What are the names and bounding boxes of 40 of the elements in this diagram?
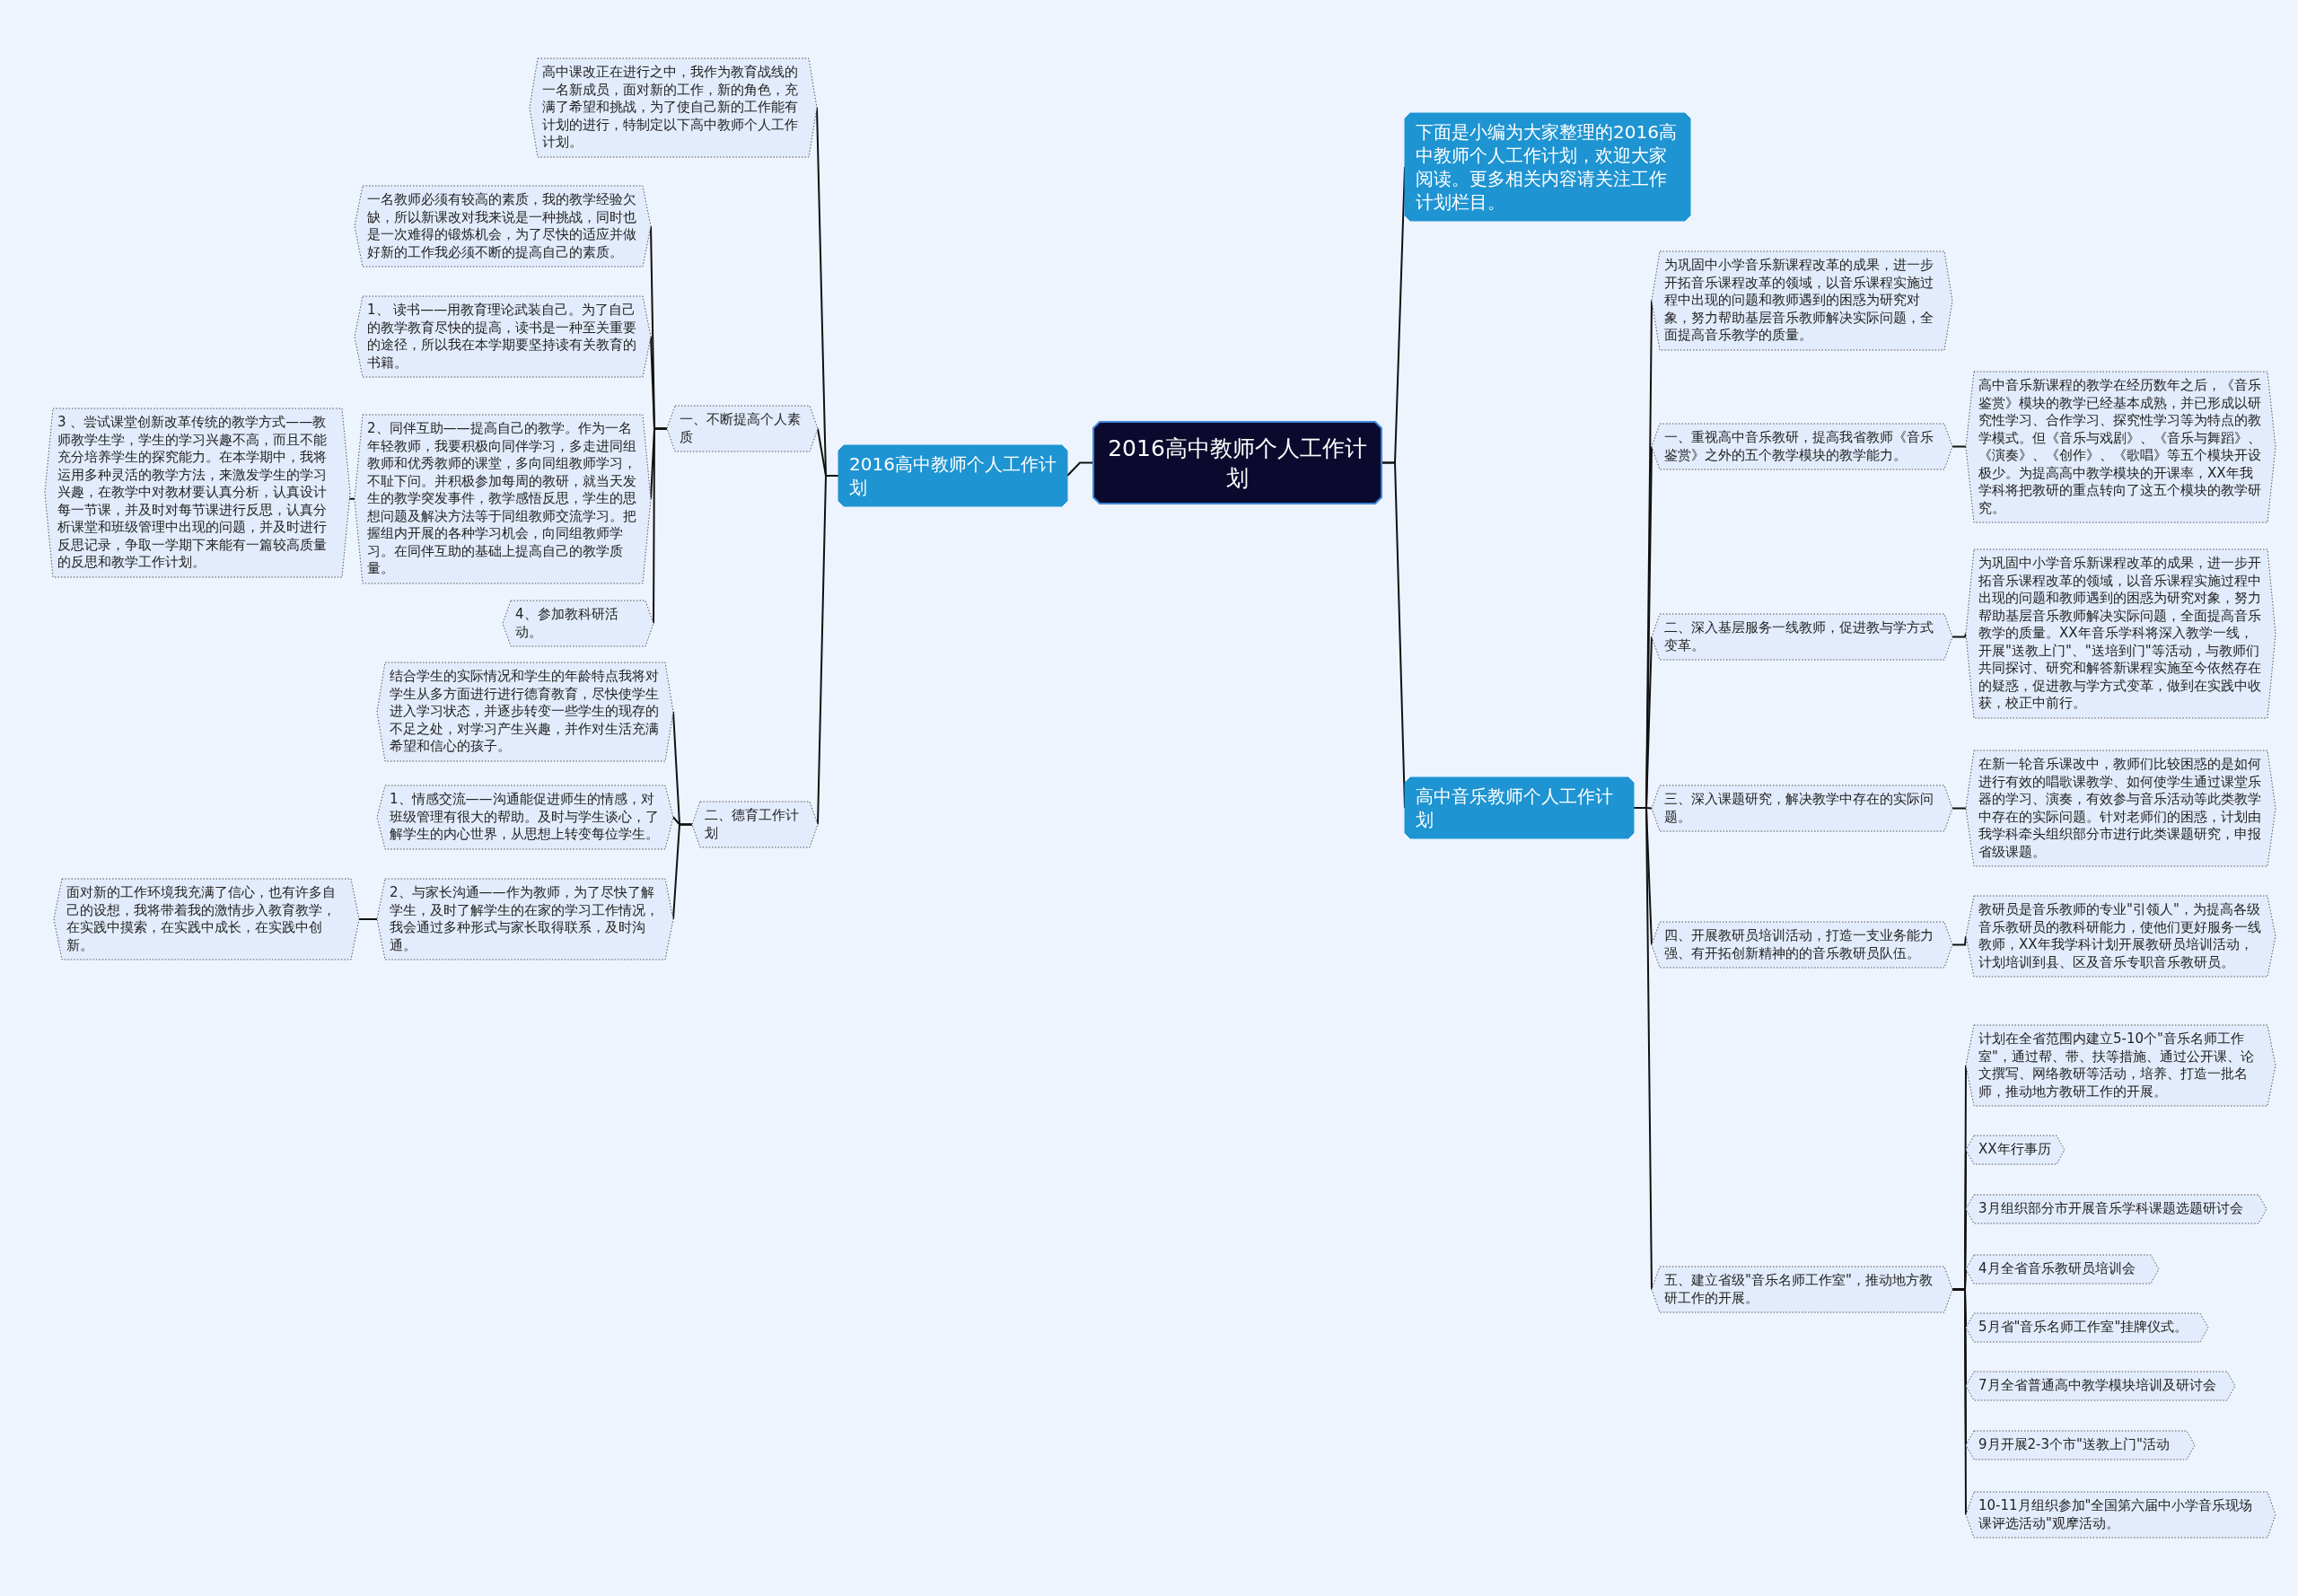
subtopic-box: 4、参加教科研活动。 <box>503 601 653 646</box>
subtopic-box: 5月省"音乐名师工作室"挂牌仪式。 <box>1966 1313 2208 1342</box>
branch-topic: 高中音乐教师个人工作计划 <box>1405 777 1634 838</box>
central-topic: 2016高中教师个人工作计划 <box>1092 421 1382 504</box>
subtopic-box: 为巩固中小学音乐新课程改革的成果，进一步开拓音乐课程改革的领域，以音乐课程实施过程中出现的问题和教师遇到的困惑为研究对象，努力帮助基层音乐教师解决实际问题，全面提高音乐教学的质量。 <box>1652 251 1952 350</box>
subtopic-box: 1、情感交流——沟通能促进师生的情感，对班级管理有很大的帮助。及时与学生谈心，了解学生的内心世界，从思想上转变每位学生。 <box>377 785 673 849</box>
connector-line <box>672 823 693 920</box>
connector-line <box>1952 632 1967 638</box>
subtopic-box: 10-11月组织参加"全国第六届中小学音乐现场课评选活动"观摩活动。 <box>1966 1492 2276 1538</box>
subtopic-box: 五、建立省级"音乐名师工作室"，推动地方教研工作的开展。 <box>1652 1267 1952 1312</box>
subtopic-box: 高中课改正在进行之中，我作为教育战线的一名新成员，面对新的工作，新的角色，充满了希望和挑战，为了使自己新的工作能有计划的进行，特制定以下高中教师个人工作计划。 <box>530 58 817 157</box>
subtopic-box: 结合学生的实际情况和学生的年龄特点我将对学生从多方面进行进行德育教育，尽快使学生进入学习状态，并逐步转变一些学生的现存的不足之处，对学习产生兴趣，并作对生活充满希望和信心的孩子。 <box>377 662 673 761</box>
branch-topic: 下面是小编为大家整理的2016高中教师个人工作计划，欢迎大家阅读。更多相关内容请关注工作计划栏目。 <box>1405 113 1690 221</box>
subtopic-box: 在新一轮音乐课改中，教师们比较困惑的是如何进行有效的唱歌课教学、如何使学生通过课堂乐器的学习、演奏，有效参与音乐活动等此类教学中存在的实际问题。针对老师们的困惑，计划由我学科牵头组织部分市进行此类课题研究，申报省级课题。 <box>1966 750 2276 866</box>
subtopic-box: 二、深入基层服务一线教师，促进教与学方式变革。 <box>1652 614 1952 660</box>
subtopic-box: XX年行事历 <box>1966 1136 2065 1164</box>
subtopic-box: 7月全省普通高中教学模块培训及研讨会 <box>1966 1372 2235 1400</box>
subtopic-box: 高中音乐新课程的教学在经历数年之后，《音乐鉴赏》模块的教学已经基本成熟，并已形成以研究性学习、合作学习、探究性学习等为特点的教学模式。但《音乐与戏剧》、《音乐与舞蹈》、《演奏》、《创作》、《歌唱》等五个模块开设极少。为提高高中教学模块的开课率，XX年我学科将把教研的重点转向了这五个模块的教学研究。 <box>1966 372 2276 522</box>
subtopic-box: 一名教师必须有较高的素质，我的教学经验欠缺，所以新课改对我来说是一种挑战，同时也是一次难得的锻炼机会，为了尽快的适应并做好新的工作我必须不断的提高自己的素质。 <box>355 186 651 267</box>
subtopic-box: 教研员是音乐教师的专业"引领人"，为提高各级音乐教研员的教科研能力，使他们更好服务一线教师，XX年我学科计划开展教研员培训活动，计划培训到县、区及音乐专职音乐教研员。 <box>1966 896 2276 977</box>
subtopic-box: 为巩固中小学音乐新课程改革的成果，进一步开拓音乐课程改革的领域，以音乐课程实施过程中出现的问题和教师遇到的困惑为研究对象，努力帮助基层音乐教师解决实际问题，全面提高音乐教学的质量。XX年音乐学科将深入教学一线，开展"送教上门"、"送培到门"等活动，与教师们共同探讨、研究和解答新课程实施至今依然存在的疑惑，促进教与学方式变革，做到在实践中收获，校正中前行。 <box>1966 549 2276 718</box>
subtopic-box: 3 、尝试课堂创新改革传统的教学方式——教师教学生学，学生的学习兴趣不高，而且不能充分培养学生的探究能力。在本学期中，我将运用多种灵活的教学方法，来激发学生的学习兴趣，在教学中对教材要认真分析，认真设计每一节课，并及时对每节课进行反思，认真分析课堂和班级管理中出现的问题，并及时进行反思记录，争取一学期下来能有一篇较高质量的反思和教学工作计划。 <box>45 408 350 577</box>
subtopic-box: 4月全省音乐教研员培训会 <box>1966 1255 2159 1284</box>
subtopic-box: 一、重视高中音乐教研，提高我省教师《音乐鉴赏》之外的五个教学模块的教学能力。 <box>1652 424 1952 469</box>
subtopic-box: 计划在全省范围内建立5-10个"音乐名师工作室"，通过帮、带、扶等措施、通过公开课、论文撰写、网络教研等活动，培养、打造一批名师，推动地方教研工作的开展。 <box>1966 1025 2276 1106</box>
subtopic-box: 四、开展教研员培训活动，打造一支业务能力强、有开拓创新精神的的音乐教研员队伍。 <box>1652 922 1952 968</box>
branch-topic: 2016高中教师个人工作计划 <box>838 445 1067 506</box>
connector-line <box>358 918 378 920</box>
connector-line <box>1066 461 1093 477</box>
subtopic-box: 2、与家长沟通——作为教师，为了尽快了解学生，及时了解学生的在家的学习工作情况，我会通过多种形式与家长取得联系，及时沟通。 <box>377 879 673 960</box>
subtopic-box: 2、同伴互助——提高自己的教学。作为一名年轻教师，我要积极向同伴学习，多走进同组教师和优秀教师的课堂，多向同组教师学习，不耻下问。并积极参加每周的教研，就当天发生的教学突发事件，教学感悟反思，学生的思想问题及解决方法等于同组教师交流学习。把握组内开展的各种学习机会，向同组教师学习。在同伴互助的基础上提高自己的教学质量。 <box>355 415 651 583</box>
subtopic-box: 1、 读书——用教育理论武装自己。为了自己的教学教育尽快的提高，读书是一种至关重要的途径，所以我在本学期要坚持读有关教育的书籍。 <box>355 296 651 377</box>
subtopic-box: 3月组织部分市开展音乐学科课题选题研讨会 <box>1966 1195 2267 1223</box>
subtopic-box: 一、不断提高个人素质 <box>667 406 818 452</box>
subtopic-box: 二、德育工作计划 <box>692 802 818 847</box>
subtopic-box: 9月开展2-3个市"送教上门"活动 <box>1966 1431 2195 1460</box>
connector-line <box>1952 807 1967 810</box>
subtopic-box: 三、深入课题研究，解决教学中存在的实际问题。 <box>1652 785 1952 831</box>
subtopic-box: 面对新的工作环境我充满了信心，也有许多自己的设想，我将带着我的激情步入教育教学，在实践中摸索，在实践中成长，在实践中创新。 <box>54 879 359 960</box>
connector-line <box>1952 445 1967 448</box>
